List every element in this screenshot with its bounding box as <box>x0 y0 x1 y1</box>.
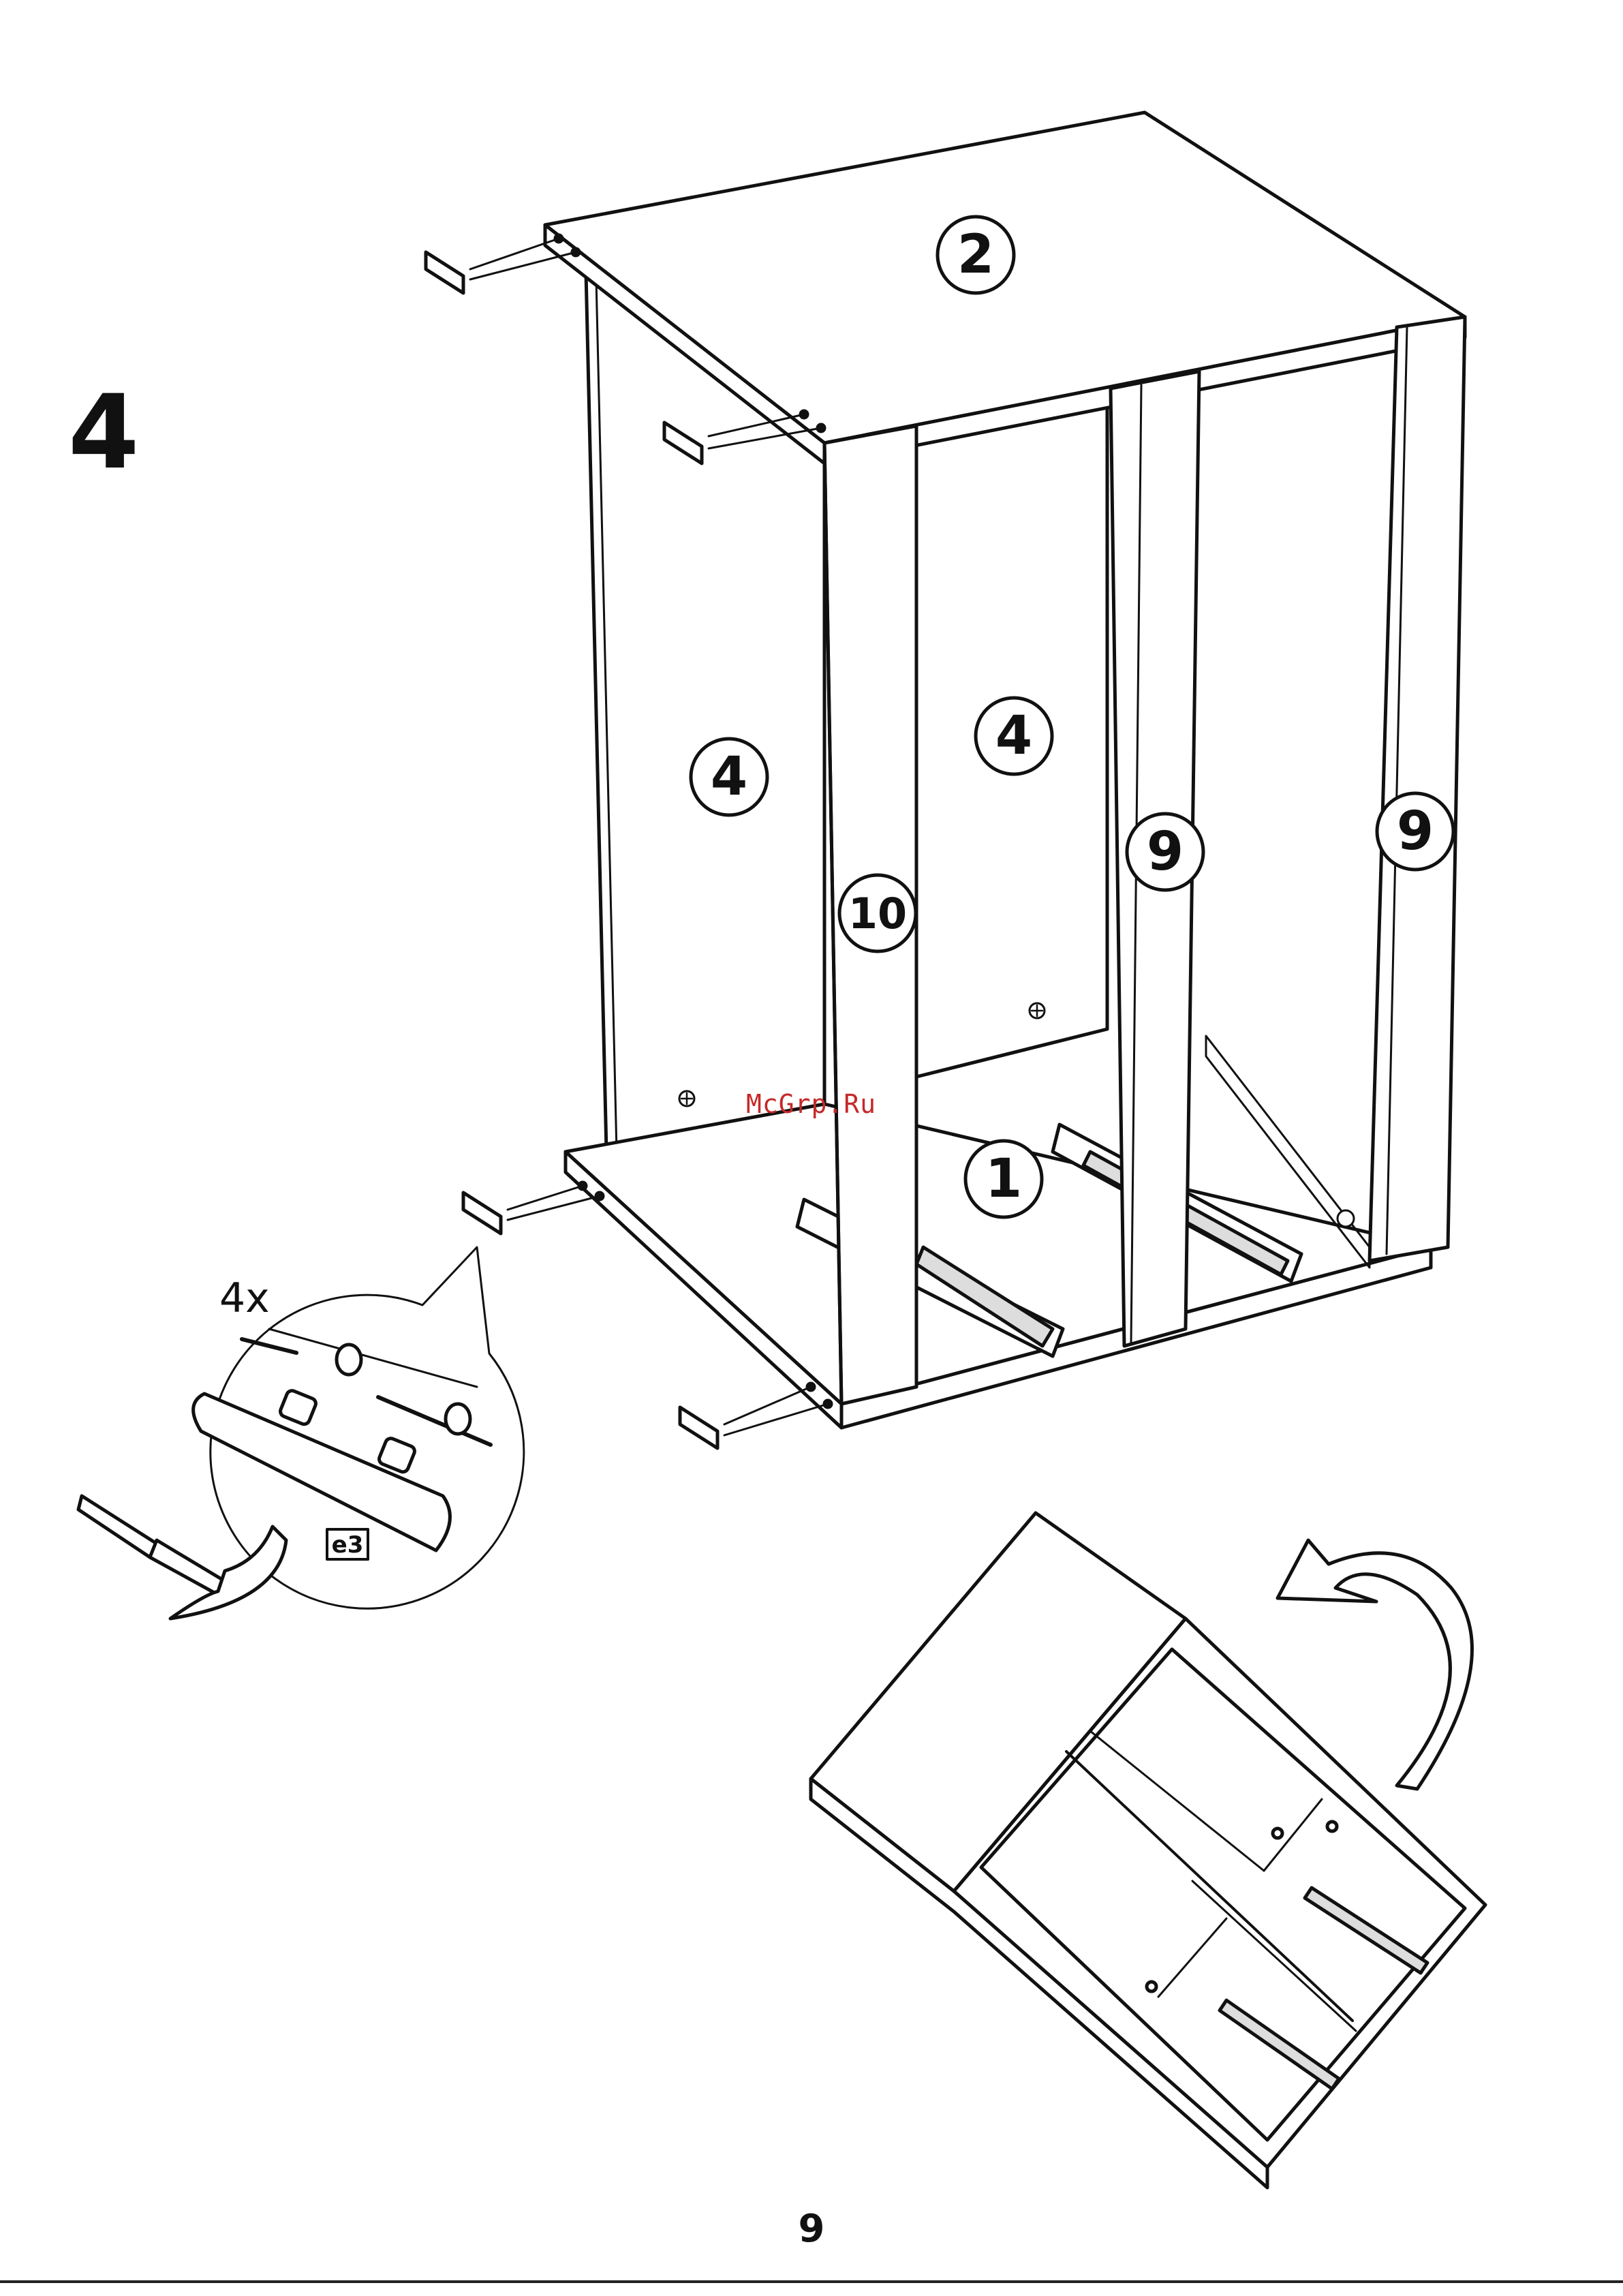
part-label-leg-front: 10 <box>848 889 907 938</box>
cabinet-flipped <box>811 1513 1485 2188</box>
watermark: McGrp.Ru <box>746 1089 876 1119</box>
edge-cap <box>463 1186 600 1234</box>
part-code-label: e3 <box>332 1531 364 1559</box>
part-label-top: 2 <box>957 224 994 286</box>
part-label-bottom: 1 <box>985 1148 1022 1210</box>
part-label-side: 4 <box>711 746 747 808</box>
page-number: 9 <box>0 2207 1623 2251</box>
leg-right <box>1370 317 1465 1261</box>
part-label-leg-middle: 9 <box>1147 821 1184 883</box>
part-label-leg-right: 9 <box>1397 801 1434 862</box>
quantity-label: 4x <box>219 1274 270 1322</box>
part-label-back: 4 <box>995 705 1032 767</box>
bottom-rule <box>0 2280 1623 2283</box>
